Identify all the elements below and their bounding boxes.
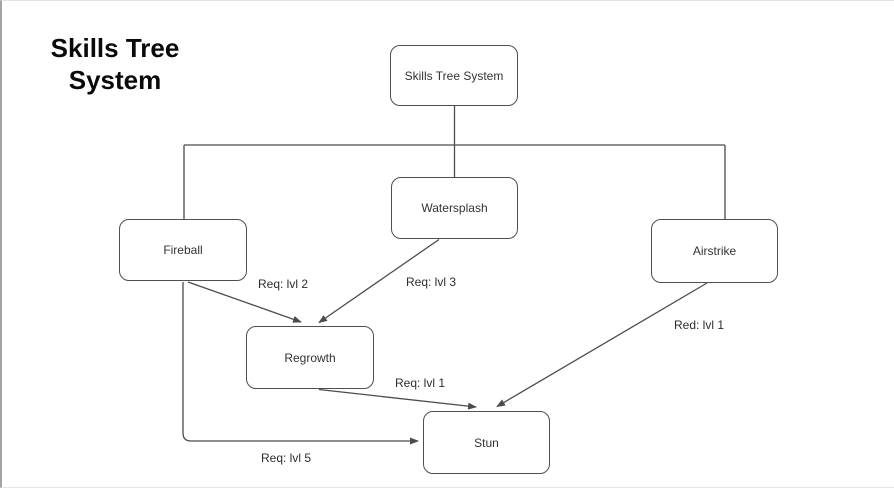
node-skills-tree-system-label: Skills Tree System [404,68,504,83]
edge-regrowth-stun [318,388,477,410]
node-airstrike-label: Airstrike [692,244,737,258]
edge-label-fireball-stun: Req: lvl 5 [260,451,312,465]
node-stun[interactable]: Stun [423,411,550,474]
node-regrowth-label: Regrowth [284,350,336,365]
edge-label-watersplash-regrowth: Req: lvl 3 [405,275,457,289]
page-title-line1: Skills Tree [50,33,180,63]
edge-label-fireball-regrowth: Req: lvl 2 [257,277,309,291]
page-title: Skills Tree System [40,32,190,96]
edge-label-regrowth-stun: Req: lvl 1 [394,376,446,390]
edge-fireball-stun [182,282,419,445]
node-regrowth[interactable]: Regrowth [246,326,374,389]
edge-label-airstrike-stun: Red: lvl 1 [673,318,725,332]
edge-root-branches [183,106,726,219]
edge-fireball-regrowth [187,281,302,323]
node-skills-tree-system[interactable]: Skills Tree System [390,45,518,106]
node-fireball[interactable]: Fireball [119,219,247,281]
node-airstrike[interactable]: Airstrike [651,219,778,283]
node-stun-label: Stun [474,435,499,450]
edge-airstrike-stun [496,282,708,408]
node-watersplash[interactable]: Watersplash [391,177,518,239]
node-watersplash-label: Watersplash [421,201,488,215]
node-fireball-label: Fireball [163,243,203,257]
edge-watersplash-regrowth [318,238,440,324]
page-title-line2: System [68,65,162,95]
